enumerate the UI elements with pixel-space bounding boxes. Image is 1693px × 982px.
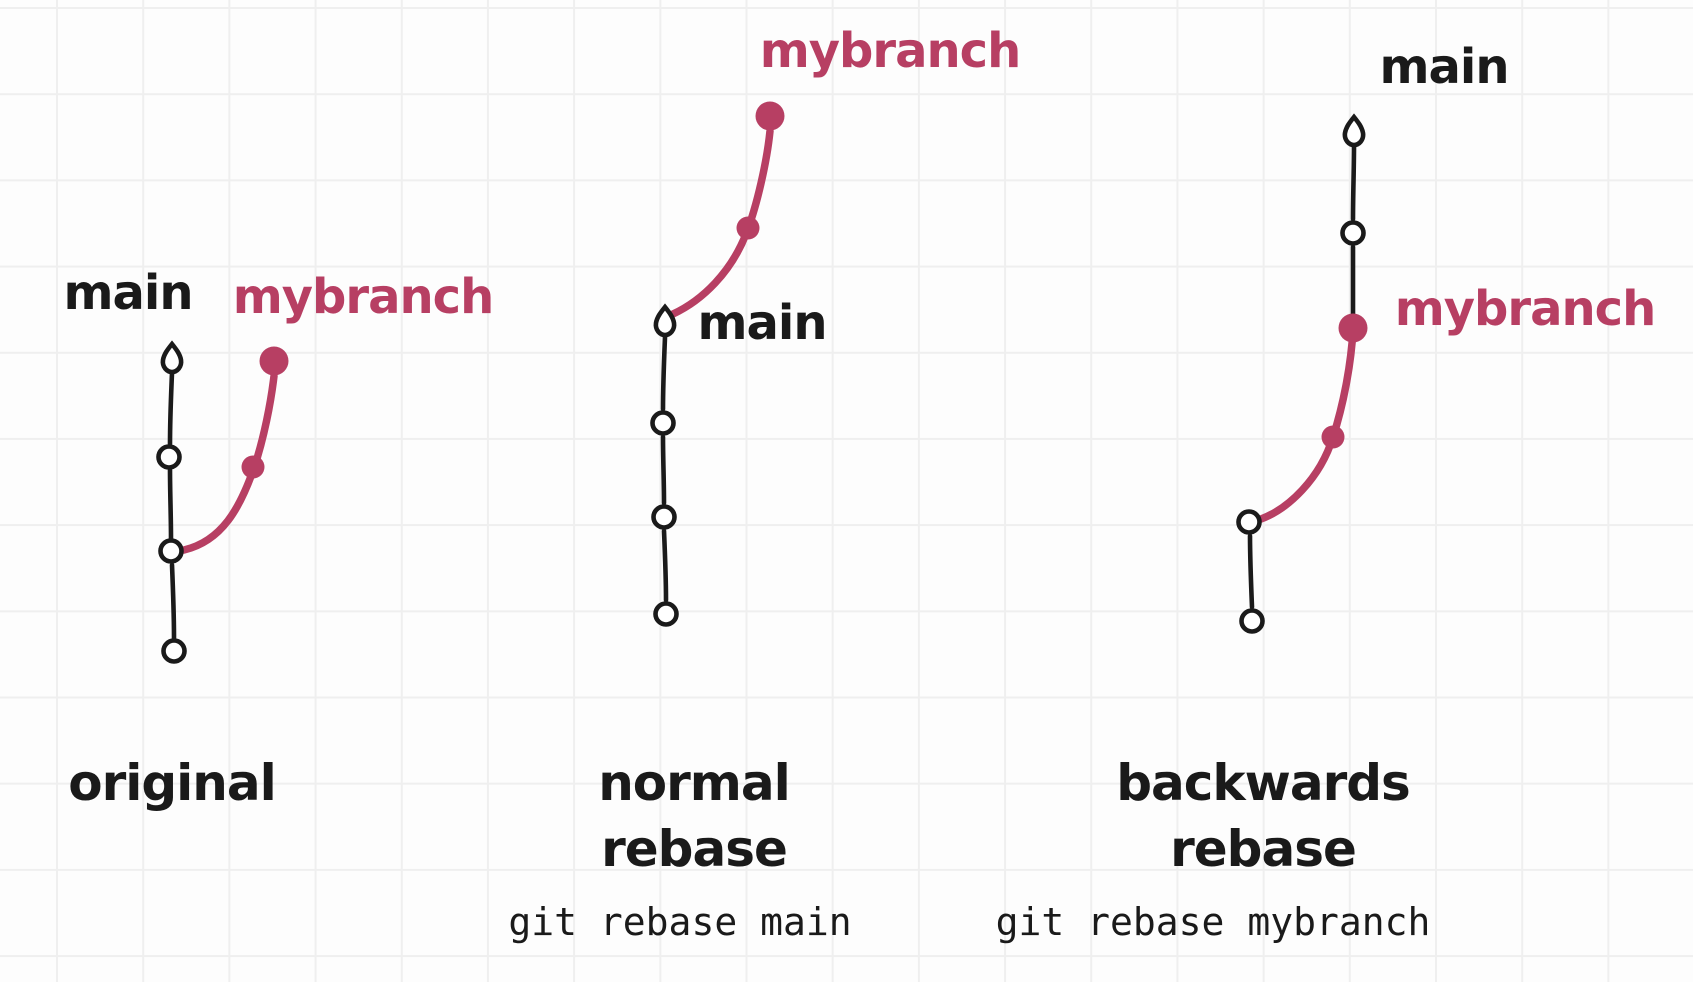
mybranch-branch-label: mybranch [232,269,495,325]
mybranch-branch-label: mybranch [1394,281,1657,337]
main-branch-label: main [697,295,827,351]
mybranch-commit-dot [1321,425,1345,449]
panel-caption-backwards-rebase: backwards rebase [1116,750,1411,882]
panel-caption-normal-rebase: normal rebase [598,750,791,882]
mybranch-head-dot [259,346,289,376]
commit-node [650,410,676,436]
git-command-backwards-rebase: git rebase mybranch [995,900,1431,944]
mybranch-commit-dot [736,216,760,240]
commit-node [653,601,679,627]
mybranch-branch-label: mybranch [759,23,1022,79]
caption-line: rebase [601,820,788,878]
main-branch-line [1350,142,1357,317]
main-branch-line [660,334,669,603]
mybranch-head-dot [755,101,785,131]
commit-node [161,638,187,664]
head-commit-node [1342,113,1366,148]
mybranch-commit-dot [241,455,265,479]
commit-node [1236,509,1262,535]
commit-node [651,504,677,530]
graph-original [156,340,289,664]
graph-normal-rebase [650,101,785,627]
mybranch-head-dot [1338,313,1368,343]
base-branch-line [1247,533,1255,610]
graph-backwards-rebase [1236,113,1368,634]
commit-node [158,538,184,564]
git-command-normal-rebase: git rebase main [508,900,852,944]
head-commit-node [653,303,677,338]
head-commit-node [160,340,184,375]
main-branch-label: main [1379,39,1509,95]
mybranch-curve [1257,326,1357,523]
caption-line: rebase [1170,820,1357,878]
commit-node [1340,220,1366,246]
commit-node [156,444,182,470]
panel-caption-original: original [68,754,277,812]
caption-line: normal [598,754,791,812]
caption-line: backwards [1116,754,1411,812]
main-branch-label: main [63,265,193,321]
commit-node [1239,608,1265,634]
main-branch-line [167,370,177,641]
